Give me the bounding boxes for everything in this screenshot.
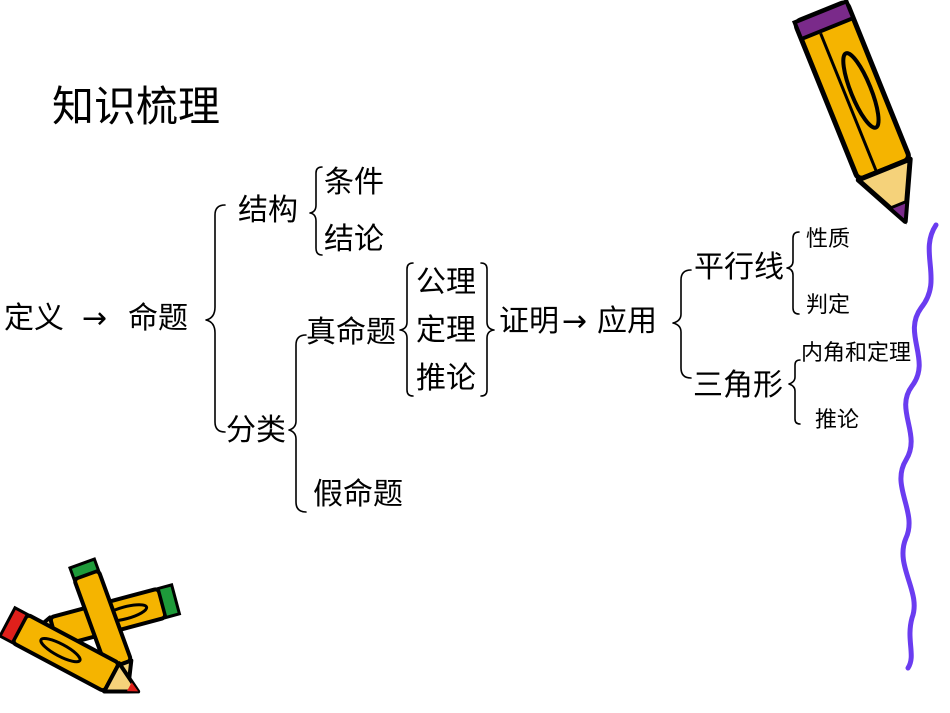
node-axiom: 公理 bbox=[416, 265, 476, 300]
node-arrow-1: → bbox=[82, 301, 108, 336]
node-triangle: 三角形 bbox=[693, 368, 783, 403]
node-angle-sum-theorem: 内角和定理 bbox=[801, 341, 912, 366]
brace-true-prop-right bbox=[480, 262, 495, 397]
brace-application bbox=[672, 269, 692, 379]
brace-triangle bbox=[788, 359, 801, 425]
brace-true-prop bbox=[399, 262, 414, 397]
node-property: 性质 bbox=[806, 227, 851, 252]
brace-proposition bbox=[205, 204, 226, 433]
node-condition: 条件 bbox=[324, 165, 384, 200]
node-false-proposition: 假命题 bbox=[313, 477, 403, 512]
node-application: 应用 bbox=[597, 304, 657, 339]
node-structure: 结构 bbox=[238, 193, 298, 228]
node-definition: 定义 bbox=[4, 301, 64, 336]
brace-structure bbox=[309, 166, 323, 256]
node-parallel-lines: 平行线 bbox=[694, 250, 784, 285]
pencil-icon-large bbox=[791, 0, 913, 225]
slide-title: 知识梳理 bbox=[52, 82, 221, 131]
brace-parallel bbox=[786, 231, 800, 315]
node-theorem: 定理 bbox=[416, 313, 476, 348]
wavy-line-icon bbox=[898, 222, 939, 671]
brace-classification bbox=[288, 334, 307, 513]
node-proposition: 命题 bbox=[128, 301, 188, 336]
node-classification: 分类 bbox=[226, 413, 286, 448]
node-proof: 证明 bbox=[499, 304, 559, 339]
node-arrow-2: → bbox=[562, 304, 588, 339]
pencil-icon-small-red bbox=[0, 605, 141, 694]
node-criterion: 判定 bbox=[806, 293, 851, 318]
node-triangle-corollary: 推论 bbox=[815, 408, 860, 433]
node-conclusion: 结论 bbox=[324, 222, 384, 257]
node-true-proposition: 真命题 bbox=[306, 315, 396, 350]
node-corollary: 推论 bbox=[416, 361, 476, 396]
